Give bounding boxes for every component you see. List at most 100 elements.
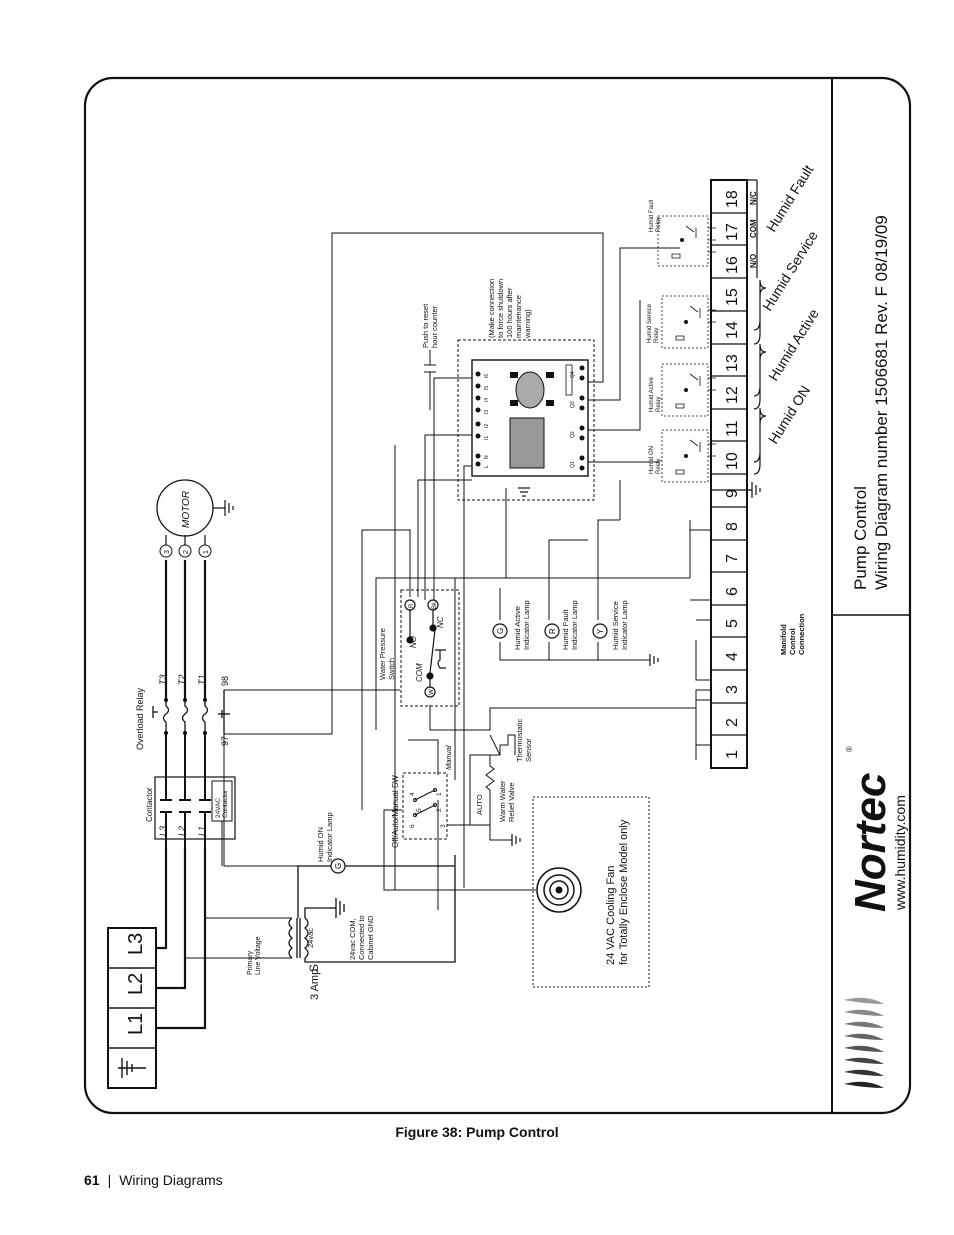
humid-on-lamp-icon — [330, 858, 346, 874]
terminal-1: 1 — [724, 750, 741, 759]
contactor-label: Contactor — [145, 787, 154, 822]
terminal-9: 9 — [724, 489, 741, 498]
selector-switch-icon — [413, 788, 437, 817]
ground-note: 24vac COM,Connected toCabinet GND — [348, 915, 375, 960]
switch-manual-label: Manual — [444, 745, 453, 770]
controller-output-q3: Q3 — [570, 401, 576, 408]
transformer-primary-label-text: PrimaryLine Voltage — [247, 936, 262, 975]
page-footer: 61 | Wiring Diagrams — [84, 1172, 223, 1188]
terminal-15: 15 — [724, 288, 741, 306]
thermostatic-sensor-icon — [489, 734, 516, 756]
terminal-ground-icon — [711, 482, 761, 498]
cooling-fan-icon — [536, 867, 582, 913]
transformer-secondary-label: 24vac — [306, 928, 315, 948]
fault-contact-com: COM — [749, 219, 758, 238]
humid-active-lamp-label: Humid ActiveIndicator Lamp — [513, 600, 531, 650]
humid-service-lamp-label: Humid ServiceIndicator Lamp — [611, 600, 629, 650]
terminal-3: 3 — [724, 685, 741, 694]
controller-input-terminals — [475, 371, 481, 467]
terminal-18: 18 — [724, 190, 741, 208]
contactor-pole-l1: L1 — [197, 826, 207, 836]
controller-input-l: L — [484, 465, 490, 468]
controller-input-n: N — [484, 455, 490, 459]
motor-lead-1: 1 — [203, 550, 210, 554]
bracket-humid-service: Humid Service — [759, 228, 821, 314]
terminal-11: 11 — [724, 420, 741, 437]
humid-fault-lamp-letter: R — [548, 628, 557, 634]
humid-active-lamp-letter: G — [496, 628, 505, 634]
contactor-coil-label: 24VACContactor — [215, 789, 229, 818]
supply-label-l3: L3 — [125, 933, 147, 955]
motor-lead-3: 3 — [164, 550, 171, 554]
valve-ground-icon — [511, 834, 521, 846]
humid-service-lamp-icon — [592, 623, 608, 639]
supply-label-l2: L2 — [125, 973, 147, 995]
bracket-humid-active: Humid Active — [765, 306, 822, 384]
controller-output-terminals — [579, 365, 585, 471]
cooling-fan-box — [532, 796, 650, 988]
controller-input-i6: I6 — [484, 374, 490, 378]
contactor-pole-l3: L3 — [158, 826, 168, 836]
switch-terminal-6: 6 — [409, 824, 416, 828]
humid-fault-lamp-label: Humid FaultIndicator Lamp — [561, 600, 579, 650]
overload-terminal-t3: T3 — [158, 674, 168, 685]
terminal-14: 14 — [724, 321, 741, 339]
controller-input-i3: I3 — [484, 410, 490, 414]
section-name: Wiring Diagrams — [119, 1172, 223, 1188]
terminal-8: 8 — [724, 522, 741, 531]
lamp-common-ground-icon — [649, 654, 659, 666]
relay-humid-on — [661, 429, 709, 483]
controller-display — [509, 417, 545, 469]
controller-input-i2: I2 — [484, 424, 490, 428]
relay-humid-service — [661, 295, 709, 349]
controller-note: (Make connectionto force shutdown100 hou… — [487, 279, 532, 339]
terminal-brackets — [753, 279, 767, 475]
fault-contact-no: N/O — [749, 254, 758, 268]
relay-humid-service-label: Humid ServiceRelay — [647, 303, 660, 343]
motor-label: MOTOR — [181, 491, 192, 528]
terminal-7: 7 — [724, 554, 741, 563]
terminal-5: 5 — [724, 619, 741, 628]
controller-output-q2: Q2 — [570, 431, 576, 438]
relay-humid-on-label: Humid ONRelay — [649, 446, 662, 474]
footer-separator: | — [107, 1172, 112, 1188]
title-block-title: Pump Control — [851, 486, 870, 590]
brand-website: www.humidity.com — [892, 795, 908, 911]
overload-aux-97: 97 — [220, 736, 230, 746]
relief-valve-label: Warm WaterRelief Valve — [498, 780, 516, 822]
control-wiring — [223, 232, 711, 910]
pressure-switch-wire-bk: Bk — [432, 601, 438, 609]
terminal-17: 17 — [724, 223, 741, 241]
relay-humid-active-label: Humid ActiveRelay — [649, 376, 662, 412]
supply-label-l1: L1 — [125, 1013, 147, 1035]
motor-lead-2: 2 — [183, 550, 190, 554]
controller-input-i5: I5 — [484, 386, 490, 390]
terminal-4: 4 — [724, 652, 741, 661]
terminal-6: 6 — [724, 587, 741, 596]
motor-wires — [164, 560, 207, 700]
nortec-logo: Nortec ® www.humidity.com — [844, 746, 908, 1088]
relay-humid-fault — [657, 215, 709, 267]
page-number: 61 — [84, 1172, 100, 1188]
bracket-humid-on: Humid ON — [765, 383, 813, 447]
brand-name: Nortec — [846, 773, 895, 912]
humid-on-lamp-label: Humid ONIndicator Lamp — [316, 812, 334, 862]
humid-fault-lamp-icon — [544, 623, 560, 639]
supply-ground-icon — [118, 1058, 146, 1078]
terminal-10: 10 — [724, 452, 741, 470]
controller-ground-icon — [518, 487, 530, 497]
chassis-ground-icon — [330, 898, 345, 918]
switch-label: Off/Auto/Manual SW — [391, 775, 400, 848]
switch-auto-label: AUTO — [475, 794, 484, 815]
terminal-strip — [710, 179, 758, 769]
pressure-switch-box — [400, 589, 460, 707]
figure-caption: Figure 38: Pump Control — [395, 1124, 559, 1140]
manifold-control-label: ManifoldControlConnection — [779, 613, 806, 655]
brand-registered-mark: ® — [845, 746, 854, 752]
humid-on-lamp-letter: G — [334, 863, 343, 869]
thermostatic-sensor-label: ThermostaticSensor — [515, 718, 533, 762]
motor-ground-icon — [213, 500, 234, 516]
pressure-switch-wire-w: W — [429, 689, 435, 695]
bracket-humid-fault: Humid Fault — [763, 162, 817, 235]
